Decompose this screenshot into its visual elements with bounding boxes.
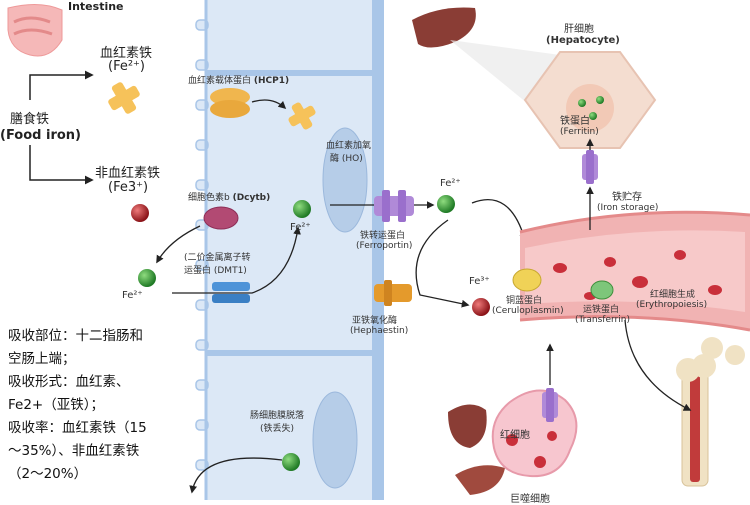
absorption-notes: 吸收部位：十二指肠和 空肠上端； 吸收形式：血红素、 Fe2+（亚铁）； 吸收率… (8, 325, 147, 486)
fe2-ion-cell (293, 200, 311, 218)
spleen-icon (448, 404, 487, 448)
hepatocyte-cell (523, 51, 657, 149)
hepatocyte-label-cn: 肝细胞 (564, 24, 594, 35)
enterocyte-cells (195, 0, 384, 500)
ho-label-2: 酶 (HO) (330, 154, 363, 164)
ferritin-label-en: (Ferritin) (560, 127, 599, 137)
note-line: 吸收部位：十二指肠和 (8, 328, 143, 344)
fe3-ion-blood (472, 298, 490, 316)
ceruloplasmin-label-en: (Ceruloplasmin) (492, 306, 564, 316)
dmt1-label-2: 运蛋白 (DMT1) (184, 266, 247, 276)
heme-molecule-icon (108, 82, 140, 114)
iron-storage-transporter-icon (582, 150, 598, 184)
hcp1-arrow (251, 99, 287, 110)
food-iron-label-en: (Food iron) (0, 128, 81, 143)
transferrin-icon (590, 280, 614, 300)
transferrin-label-en: (Transferrin) (575, 315, 630, 325)
nonheme-iron-label: 非血红素铁 (95, 166, 161, 181)
note-line: （2～20%） (8, 466, 88, 482)
nucleus-top (322, 127, 368, 233)
transferrin-arrow (471, 199, 528, 242)
shedding-label-1: 肠细胞膜脱落 (250, 411, 305, 421)
macrophage-label: 巨噬细胞 (510, 494, 550, 505)
food-iron-arrows (29, 70, 94, 185)
dmt1-arrow (172, 226, 301, 294)
nonheme-iron-ion: (Fe3⁺) (108, 180, 149, 195)
fe2-ion-lumen (138, 269, 156, 287)
transferrin-label-cn: 运铁蛋白 (583, 305, 620, 315)
intestine-icon (7, 4, 63, 57)
note-line: 空肠上端； (8, 351, 76, 367)
note-line: Fe2+（亚铁）； (8, 397, 104, 413)
heme-iron-label: 血红素铁 (100, 46, 153, 61)
hcp1-label: 血红素载体蛋白 (HCP1) (188, 76, 290, 86)
heme-iron-ion: (Fe²⁺) (108, 59, 145, 74)
hcp1-transporter-icon (210, 88, 250, 118)
erythropoiesis-arrow (624, 319, 692, 411)
fe2-label-blood: Fe²⁺ (440, 178, 461, 189)
fe3-ion-lumen (131, 204, 149, 222)
dmt1-label-1: (二价金属离子转 (184, 253, 251, 263)
bone-marrow-icon (676, 337, 745, 487)
food-iron-label-cn: 膳食铁 (10, 112, 50, 127)
shedding-label-2: (铁丢失) (260, 424, 295, 434)
erythropoiesis-label-cn: 红细胞生成 (650, 290, 696, 300)
intestine-label: Intestine (68, 0, 124, 13)
dcytb-arrow (156, 225, 201, 264)
ceruloplasmin-icon (512, 268, 542, 292)
dcytb-icon (203, 206, 239, 230)
macrophage-transporter-icon (542, 388, 558, 422)
ferritin-iron-3 (589, 112, 597, 120)
hephaestin-label-en: (Hephaestin) (350, 326, 409, 336)
ferritin-iron-2 (596, 96, 604, 104)
erythropoiesis-label-en: (Erythropoiesis) (636, 300, 708, 310)
note-line: 吸收率：血红素铁（15 (8, 420, 147, 436)
oxidation-arrow (415, 219, 470, 308)
fe2-label-lumen: Fe²⁺ (122, 290, 143, 301)
ferroportin-icon (374, 190, 414, 222)
iron-storage-label-cn: 铁贮存 (612, 192, 642, 203)
liver-icon-small (455, 465, 505, 495)
note-line: ～35%）、非血红素铁 (8, 443, 140, 459)
blood-vessel (519, 210, 750, 332)
ceruloplasmin-label-cn: 铜蓝蛋白 (506, 296, 543, 306)
ferroportin-label-en: (Ferroportin) (356, 241, 413, 251)
ho-label-1: 血红素加氧 (326, 141, 372, 151)
hepatocyte-label-en: (Hepatocyte) (546, 35, 620, 46)
red-cell-label: 红细胞 (500, 430, 530, 441)
hephaestin-icon (374, 280, 412, 306)
heme-molecule-icon-cell (288, 102, 316, 130)
fe3-label-blood: Fe³⁺ (469, 276, 490, 287)
dmt1-transporter-icon (212, 282, 250, 303)
nucleus-bottom (312, 391, 358, 489)
dcytb-label: 细胞色素b (Dcytb) (188, 193, 271, 203)
note-line: 吸收形式：血红素、 (8, 374, 130, 390)
ferritin-iron-1 (578, 99, 586, 107)
fe2-ion-blood (437, 195, 455, 213)
liver-icon (412, 7, 476, 48)
iron-storage-label-en: (Iron storage) (597, 203, 659, 213)
fe2-label-cell: Fe²⁺ (290, 222, 311, 233)
ferroportin-label-cn: 铁转运蛋白 (360, 231, 406, 241)
shedding-arrow (189, 457, 283, 494)
ferritin-label-cn: 铁蛋白 (560, 116, 590, 127)
fe2-ion-shed (282, 453, 300, 471)
hephaestin-label-cn: 亚铁氧化酶 (352, 316, 398, 326)
